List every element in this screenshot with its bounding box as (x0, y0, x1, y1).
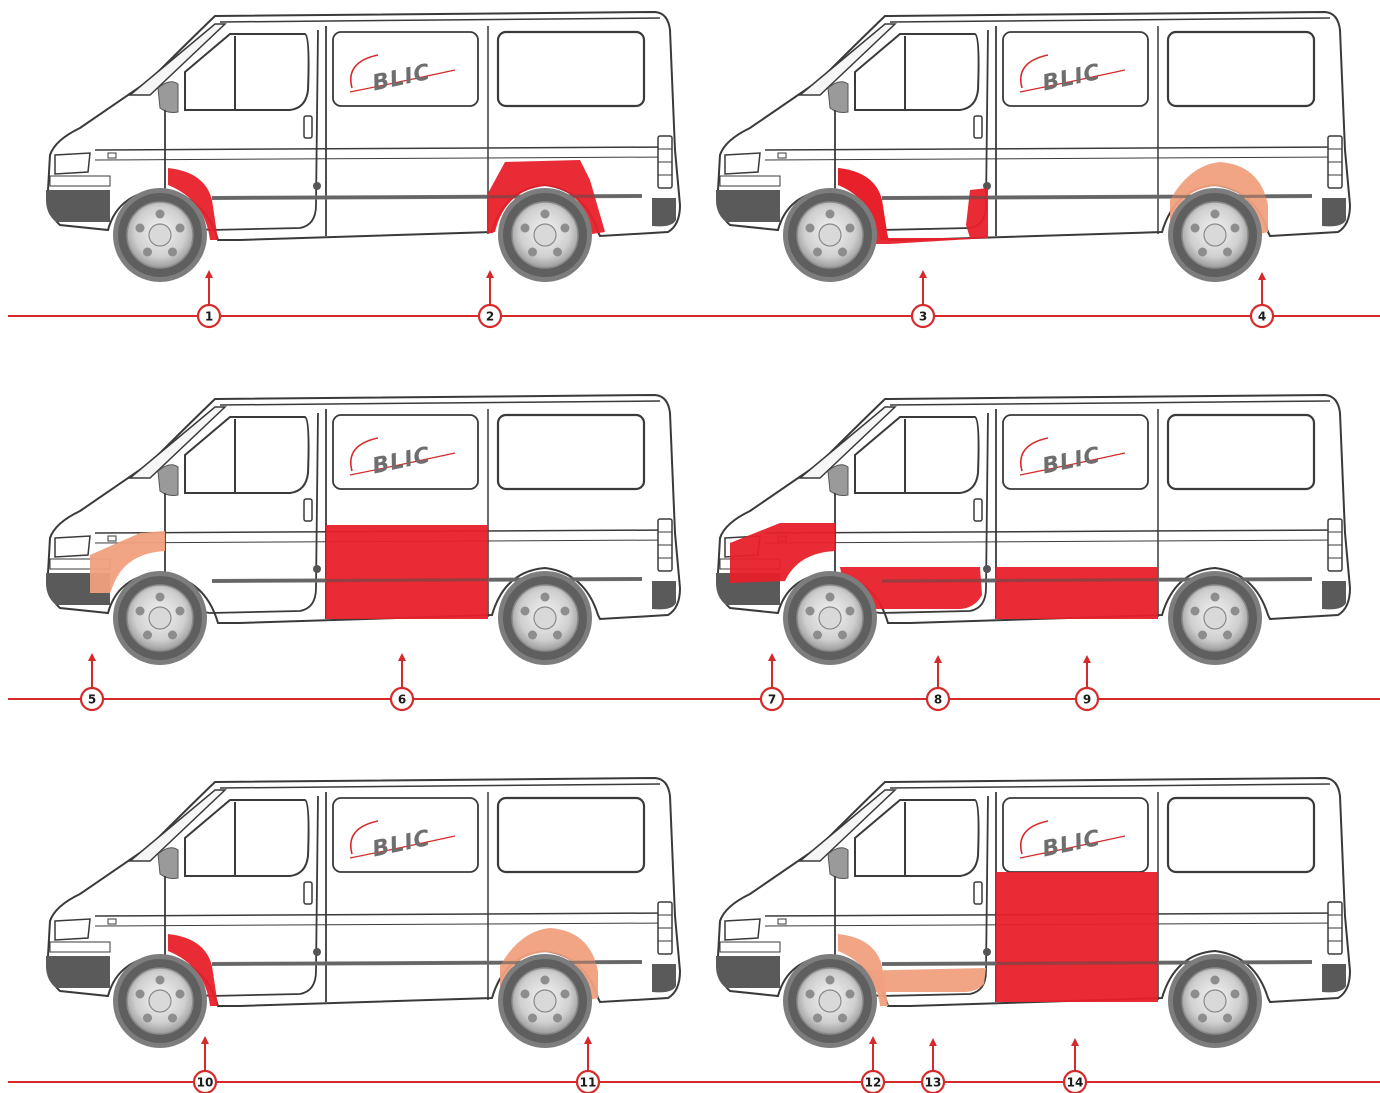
marker-number: 8 (934, 693, 942, 707)
front-wheel-icon (783, 954, 877, 1048)
marker-13: 13 (922, 1038, 944, 1093)
highlight-sliding-door-full (996, 872, 1158, 1002)
marker-7: 7 (761, 653, 783, 710)
front-wheel-icon (783, 188, 877, 282)
marker-4: 4 (1251, 272, 1273, 327)
marker-number: 5 (88, 693, 96, 707)
marker-number: 11 (580, 1076, 597, 1090)
marker-8: 8 (927, 655, 949, 710)
rear-wheel-icon (498, 571, 592, 665)
rear-wheel-icon (1168, 188, 1262, 282)
marker-3: 3 (912, 270, 934, 327)
highlight-sliding-door-lower (326, 525, 488, 619)
marker-10: 10 (194, 1036, 216, 1093)
marker-12: 12 (862, 1036, 884, 1093)
marker-number: 10 (197, 1076, 214, 1090)
marker-number: 13 (925, 1076, 942, 1090)
marker-11: 11 (577, 1036, 599, 1093)
highlight-sliding-door-bottom (996, 567, 1158, 619)
marker-number: 12 (865, 1076, 882, 1090)
marker-2: 2 (479, 270, 501, 327)
front-wheel-icon (113, 571, 207, 665)
van-illustration: BLIC (46, 395, 680, 665)
marker-number: 4 (1258, 310, 1266, 324)
front-wheel-icon (113, 188, 207, 282)
front-wheel-icon (113, 954, 207, 1048)
van-illustration: BLIC (46, 778, 680, 1048)
marker-number: 6 (398, 693, 406, 707)
marker-number: 3 (919, 310, 927, 324)
marker-number: 2 (486, 310, 494, 324)
van-illustration: BLIC (716, 12, 1350, 282)
marker-number: 1 (205, 310, 213, 324)
rear-wheel-icon (498, 188, 592, 282)
marker-number: 9 (1083, 693, 1091, 707)
van-illustration: BLIC (46, 12, 680, 282)
van-illustration: BLIC (716, 778, 1350, 1048)
rear-wheel-icon (1168, 954, 1262, 1048)
marker-6: 6 (391, 653, 413, 710)
rear-wheel-icon (498, 954, 592, 1048)
marker-9: 9 (1076, 655, 1098, 710)
marker-14: 14 (1064, 1038, 1086, 1093)
van-illustration: BLIC (716, 395, 1350, 665)
front-wheel-icon (783, 571, 877, 665)
marker-1: 1 (198, 270, 220, 327)
marker-number: 7 (768, 693, 776, 707)
marker-5: 5 (81, 653, 103, 710)
rear-wheel-icon (1168, 571, 1262, 665)
marker-number: 14 (1067, 1076, 1084, 1090)
